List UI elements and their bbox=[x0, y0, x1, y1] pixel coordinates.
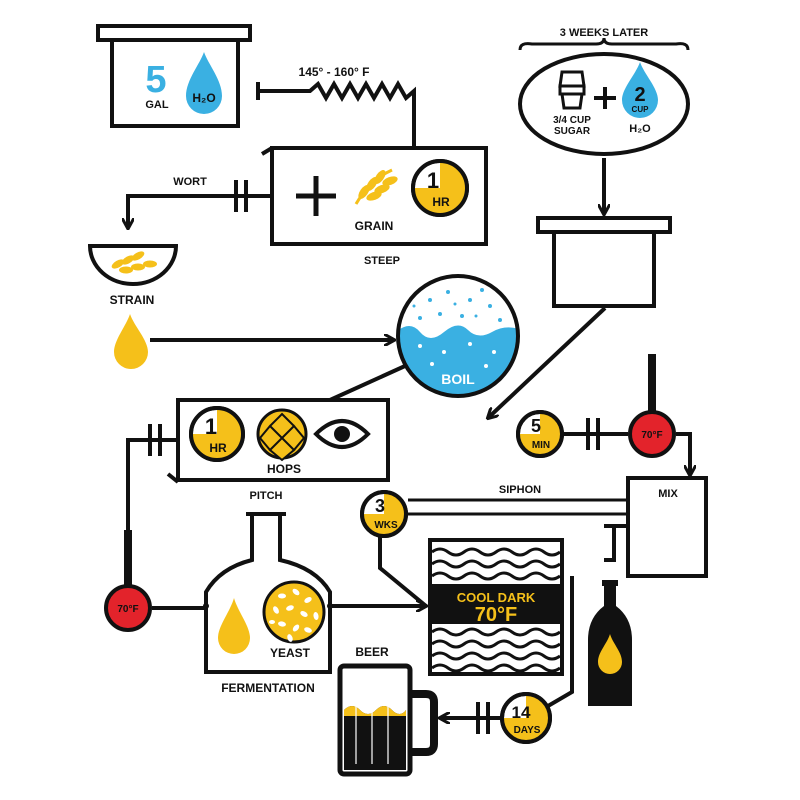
bowl-grain-icon bbox=[111, 251, 157, 274]
steep-timer-unit: HR bbox=[432, 195, 450, 209]
min-valve bbox=[586, 418, 600, 450]
five-min-timer-icon: 5 MIN bbox=[516, 410, 564, 458]
steep-box: GRAIN 1 HR bbox=[260, 146, 488, 246]
strain-label: STRAIN bbox=[110, 293, 155, 307]
fourteen-days-num: 14 bbox=[512, 703, 531, 722]
yeast-label: YEAST bbox=[270, 646, 311, 660]
plus-icon bbox=[296, 176, 336, 216]
weeks-later-label: 3 WEEKS LATER bbox=[560, 27, 648, 39]
cup-num: 2 bbox=[634, 84, 645, 106]
hops-timer-icon: 1 HR bbox=[189, 406, 245, 462]
three-weeks-timer-icon: 3 WKS bbox=[360, 490, 408, 538]
fermenter: YEAST bbox=[203, 512, 333, 674]
boil-label: BOIL bbox=[441, 371, 475, 387]
fourteen-days-timer-icon: 14 DAYS bbox=[500, 692, 552, 744]
cup-h2o: H₂O bbox=[629, 123, 651, 135]
three-weeks-unit: WKS bbox=[374, 520, 398, 531]
five-min-unit: MIN bbox=[532, 440, 550, 451]
boil-to-hops-line bbox=[329, 364, 406, 402]
beer-mug-icon bbox=[337, 663, 438, 777]
five-min-num: 5 bbox=[531, 416, 541, 436]
mix-label: MIX bbox=[658, 488, 678, 500]
grain-icon bbox=[354, 168, 398, 205]
fermenter-drop-icon bbox=[218, 598, 250, 654]
hops-cone-icon bbox=[256, 408, 308, 462]
boil-pot: BOIL bbox=[396, 274, 520, 398]
right-thermo-reading: 70°F bbox=[641, 430, 662, 441]
hops-to-thermo-line bbox=[126, 438, 178, 588]
steep-timer-icon: 1 HR bbox=[411, 159, 469, 217]
cup-water-drop-icon bbox=[622, 62, 658, 118]
mix-to-days-line bbox=[546, 576, 574, 708]
hops-timer-unit: HR bbox=[209, 441, 227, 455]
water-drop-icon bbox=[186, 52, 222, 114]
hops-label: HOPS bbox=[267, 462, 301, 476]
beer-label: BEER bbox=[355, 645, 389, 659]
siphon-label: SIPHON bbox=[499, 484, 541, 496]
mix-box: MIX bbox=[626, 476, 708, 578]
water-pot: 5 GAL H₂O bbox=[96, 24, 252, 128]
wort-drop-icon bbox=[114, 314, 148, 369]
sugar-plus-icon bbox=[594, 87, 616, 109]
storage-line1: COOL DARK bbox=[457, 590, 536, 605]
wort-line bbox=[128, 194, 272, 228]
sugar-amount: 3/4 CUP bbox=[553, 115, 591, 126]
steep-timer-num: 1 bbox=[427, 168, 439, 193]
temp-range-label: 145° - 160° F bbox=[299, 65, 370, 79]
hops-valve bbox=[148, 424, 162, 456]
days-valve bbox=[476, 702, 490, 734]
left-thermometer: 70°F bbox=[104, 530, 152, 632]
water-h2o: H₂O bbox=[192, 91, 215, 105]
brace bbox=[518, 37, 690, 51]
hops-box: 1 HR HOPS bbox=[166, 398, 390, 484]
yeast-icon bbox=[262, 580, 326, 644]
right-thermometer: 70°F bbox=[628, 354, 676, 458]
storage-line2: 70°F bbox=[475, 604, 517, 626]
steep-label: STEEP bbox=[364, 255, 400, 267]
water-unit: GAL bbox=[145, 99, 169, 111]
sugar-pot bbox=[536, 216, 672, 308]
hops-timer-num: 1 bbox=[205, 414, 217, 439]
three-weeks-num: 3 bbox=[375, 496, 385, 516]
wks-to-storage-line bbox=[378, 537, 428, 608]
sugar-oval: 3/4 CUP SUGAR 2 CUP H₂O bbox=[518, 52, 690, 156]
beer-bottle-icon bbox=[588, 580, 632, 706]
sugar-label: SUGAR bbox=[554, 126, 591, 137]
thermo-to-mix-line bbox=[676, 432, 690, 475]
fermentation-label: FERMENTATION bbox=[221, 681, 315, 695]
left-thermo-reading: 70°F bbox=[117, 604, 138, 615]
strain-bowl bbox=[87, 244, 179, 286]
siphon-line bbox=[408, 498, 628, 516]
sugar-to-mix-line bbox=[488, 306, 607, 418]
heating-line bbox=[256, 79, 416, 148]
water-amount: 5 bbox=[145, 59, 166, 101]
sugar-cup-icon bbox=[558, 70, 586, 110]
storage-box: COOL DARK 70°F bbox=[428, 538, 564, 676]
wort-label: WORT bbox=[173, 176, 207, 188]
cup-unit: CUP bbox=[632, 105, 650, 114]
wort-valve bbox=[234, 180, 248, 212]
grain-label: GRAIN bbox=[355, 219, 394, 233]
pitch-label: PITCH bbox=[250, 490, 283, 502]
fourteen-days-unit: DAYS bbox=[514, 725, 541, 736]
eye-icon bbox=[313, 419, 371, 449]
